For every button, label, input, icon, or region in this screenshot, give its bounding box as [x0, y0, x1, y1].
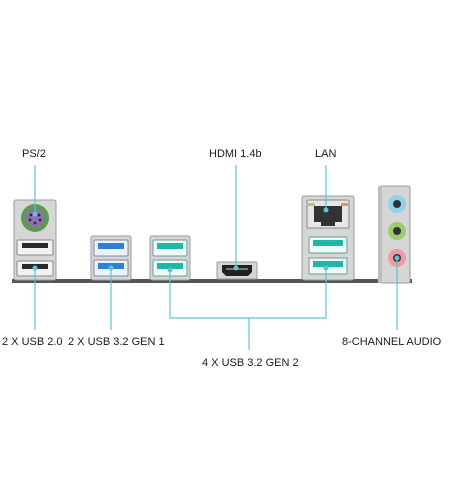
hdmi-port [216, 261, 258, 280]
callout-lines [34, 165, 398, 350]
io-shield-rail [12, 279, 412, 283]
label-hdmi: HDMI 1.4b [209, 148, 262, 160]
callout-dots [32, 207, 400, 273]
label-ps2: PS/2 [22, 148, 46, 160]
label-usb20: 2 X USB 2.0 [2, 336, 63, 348]
label-usb32-gen1: 2 X USB 3.2 GEN 1 [68, 336, 165, 348]
audio-jack-stack [378, 185, 411, 284]
label-lan: LAN [315, 148, 337, 160]
label-usb32-gen2: 4 X USB 3.2 GEN 2 [202, 357, 299, 369]
label-audio: 8-CHANNEL AUDIO [342, 336, 442, 348]
lan-usb-stack [301, 195, 355, 281]
